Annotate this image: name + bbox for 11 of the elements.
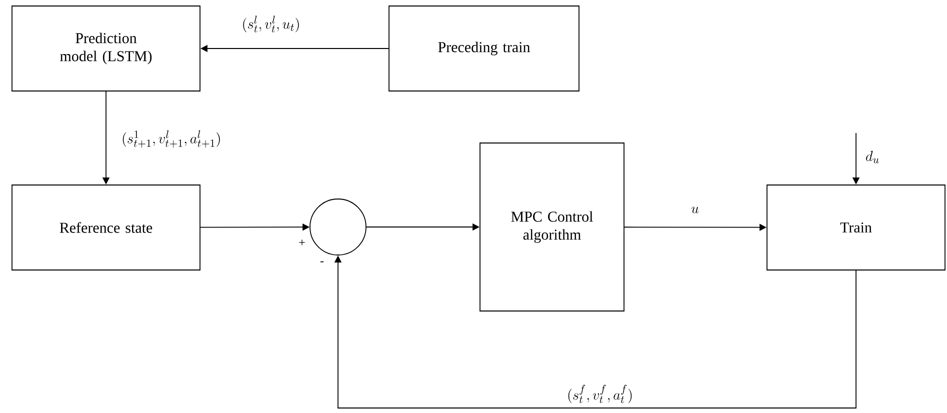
- edge-label: $d_u$: [864, 150, 881, 164]
- edge-label: $(s^f_t, v^f_t, a^f_t)$: [566, 384, 634, 404]
- summing-junction-circle: [310, 198, 366, 256]
- edge-label: $(s^1_{t+1}, v^l_{t+1}, a^l_{t+1})$: [120, 129, 222, 149]
- block-box: Prediction model (LSTM): [12, 6, 200, 92]
- block-box: Train: [766, 184, 946, 270]
- block-box: MPC Control algorithm: [480, 142, 624, 312]
- edge-label: $u$: [690, 206, 700, 214]
- edge-label: $(s_t^l, v_t^l, u_t)$: [240, 14, 302, 34]
- block-box: Reference state: [12, 184, 200, 270]
- block-box: Preceding train: [388, 6, 580, 92]
